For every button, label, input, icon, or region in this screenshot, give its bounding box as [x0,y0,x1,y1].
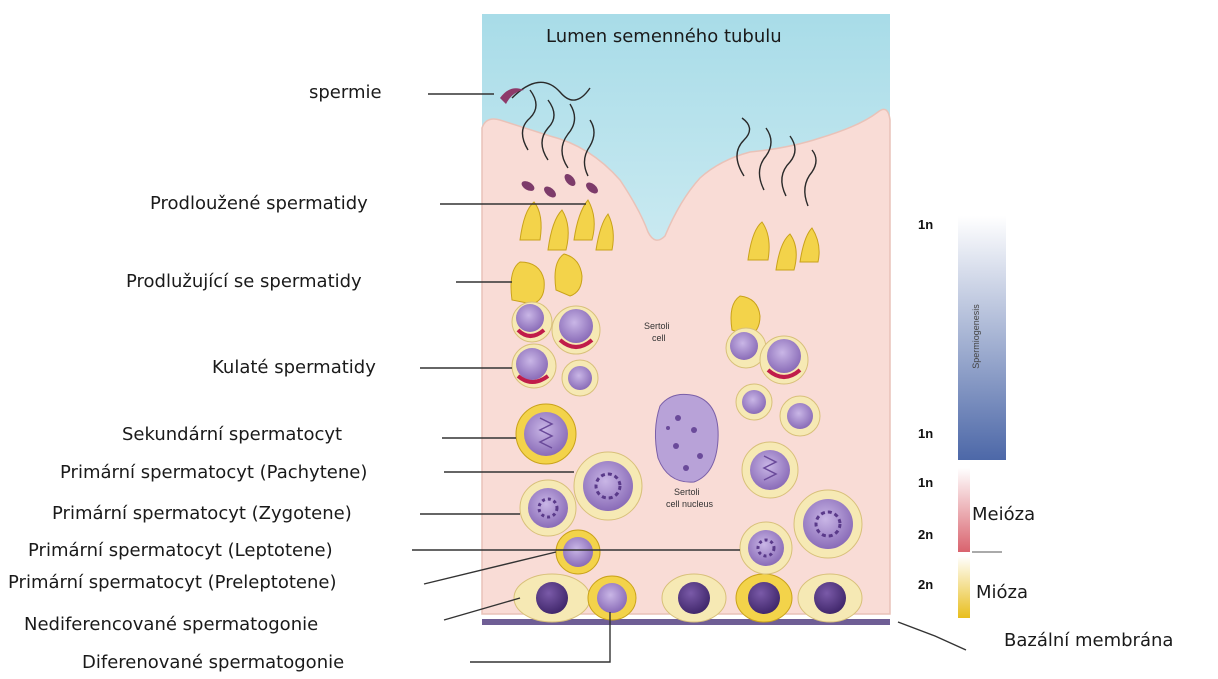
label-preleptotene: Primární spermatocyt (Preleptotene) [8,574,337,592]
ploidy-2n-lower: 2n [918,578,933,591]
label-sekundarni-spermatocyt: Sekundární spermatocyt [122,426,342,444]
label-prodlouzene-spermatidy: Prodloužené spermatidy [150,195,368,213]
sertoli-cell-label-2: cell [652,334,666,343]
label-leptotene: Primární spermatocyt (Leptotene) [28,542,333,560]
lumen-title: Lumen semenného tubulu [546,28,782,46]
label-meioza: Meióza [972,506,1035,524]
sertoli-nucleus-label-1: Sertoli [674,488,700,497]
leader-bazalni [898,622,966,650]
sertoli-cell-label-1: Sertoli [644,322,670,331]
ploidy-1n-low: 1n [918,476,933,489]
sertoli-nucleus-label-2: cell nucleus [666,500,713,509]
label-diferenovane: Diferenované spermatogonie [82,654,344,672]
label-nediferencovane: Nediferencované spermatogonie [24,616,318,634]
secondary-spermatocyte-left [516,404,576,464]
spermatogonia-bottom [514,574,862,622]
ploidy-2n-upper: 2n [918,528,933,541]
spermiogenesis-label: Spermiogenesis [972,304,981,369]
label-spermie: spermie [309,84,382,102]
label-zygotene: Primární spermatocyt (Zygotene) [52,505,352,523]
label-bazalni-membrana: Bazální membrána [1004,632,1173,650]
label-mioza: Mióza [976,584,1028,602]
ploidy-1n-top: 1n [918,218,933,231]
meiosis-bar [958,468,970,552]
label-pachytene: Primární spermatocyt (Pachytene) [60,464,367,482]
label-kulate-spermatidy: Kulaté spermatidy [212,359,376,377]
mitosis-bar [958,556,970,618]
ploidy-1n-mid: 1n [918,427,933,440]
spermiogenesis-bar [958,216,1006,460]
label-prodluzujici-spermatidy: Prodlužující se spermatidy [126,273,362,291]
